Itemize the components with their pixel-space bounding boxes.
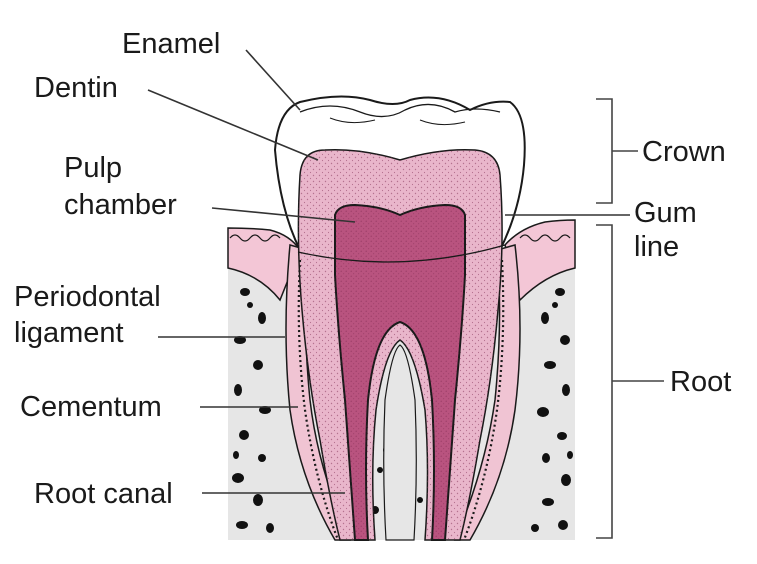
pulp-texture bbox=[335, 205, 465, 540]
gum-line-label-line2: line bbox=[634, 231, 679, 263]
pulp-chamber-label-line1: Pulp bbox=[64, 152, 122, 184]
dentin-label: Dentin bbox=[34, 72, 118, 104]
enamel-label: Enamel bbox=[122, 28, 220, 60]
pulp-chamber-leader bbox=[211, 207, 356, 223]
cementum-label: Cementum bbox=[20, 391, 162, 423]
periodontal-ligament-label-line1: Periodontal bbox=[14, 281, 161, 313]
bone-spots bbox=[232, 288, 573, 533]
enamel-leader bbox=[245, 49, 301, 111]
cementum bbox=[297, 259, 340, 541]
pulp-chamber-label-line2: chamber bbox=[64, 189, 177, 221]
periodontal-ligament-label-line2: ligament bbox=[14, 317, 124, 349]
root-bracket bbox=[596, 224, 664, 539]
gum-left bbox=[227, 227, 301, 302]
gum-line-label-line1: Gum bbox=[634, 197, 697, 229]
crown-bracket bbox=[596, 98, 638, 204]
crown-label: Crown bbox=[642, 136, 726, 168]
root-canal-inner bbox=[383, 344, 417, 541]
dentin-leader bbox=[147, 89, 319, 161]
root-label: Root bbox=[670, 366, 731, 398]
gum-wave-left bbox=[229, 234, 281, 242]
cementum-right bbox=[462, 259, 505, 541]
enamel-occlusal-surface-2 bbox=[329, 117, 466, 126]
enamel-occlusal-surface bbox=[299, 103, 501, 118]
gum-line-curve bbox=[297, 244, 506, 263]
root-canal-label: Root canal bbox=[34, 478, 173, 510]
gum-wave-right bbox=[519, 234, 571, 242]
